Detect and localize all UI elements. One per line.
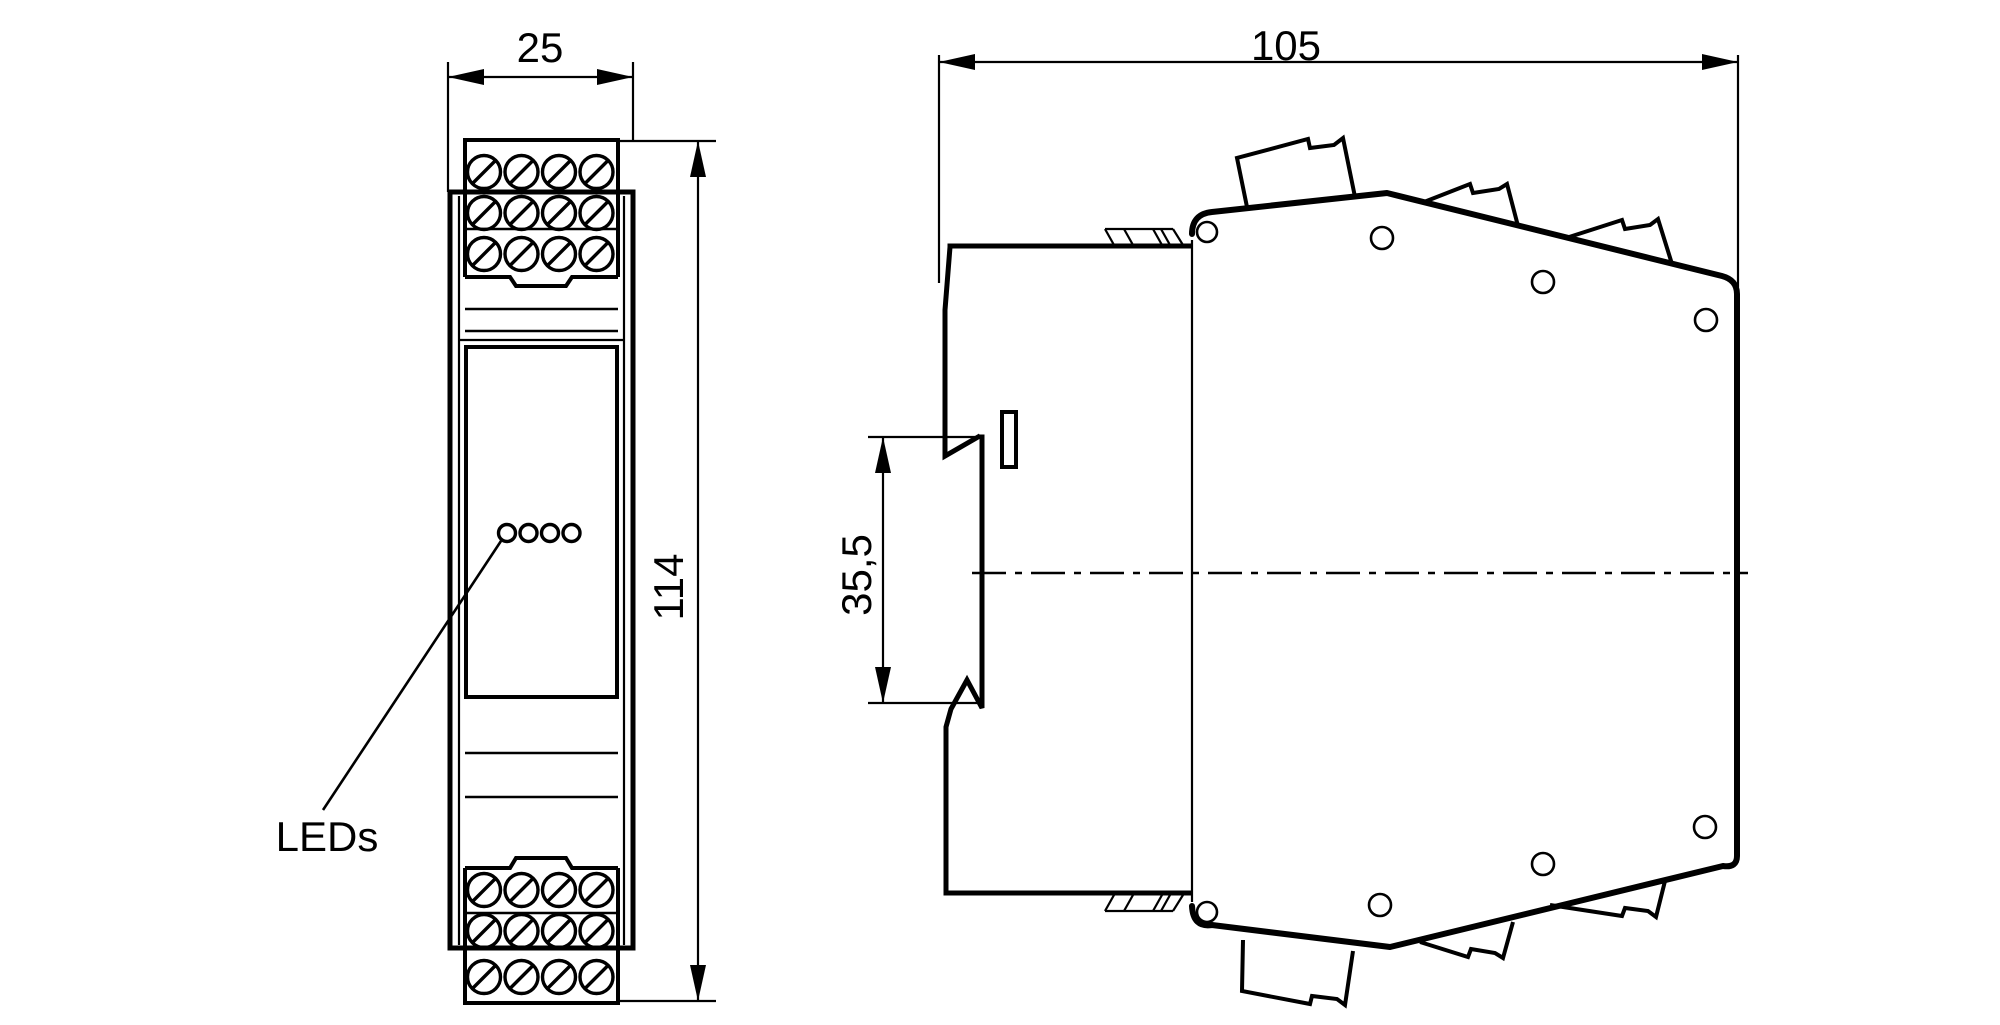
- wire-clamp-bottom-2: [1419, 921, 1515, 962]
- screw-row: [465, 153, 615, 191]
- led-leader-line: [321, 540, 503, 811]
- arrowhead-down: [690, 965, 706, 1001]
- screw-row: [465, 235, 615, 273]
- terminal-block-notch: [465, 275, 618, 288]
- side-view: 105 35,5: [833, 22, 1748, 1009]
- dimension-rail-cutout: 35,5: [833, 435, 983, 705]
- terminal-block-notch: [465, 856, 618, 870]
- wire-clamp-top-1: [1234, 134, 1357, 208]
- dim-label-height: 114: [645, 554, 692, 621]
- led-dot: [496, 522, 518, 544]
- arrowhead-up: [875, 437, 891, 473]
- front-view: LEDs: [276, 24, 716, 1005]
- front-top-terminal-block: [463, 138, 620, 288]
- wire-clamp-bottom-3: [1549, 880, 1667, 921]
- front-bottom-terminal-block: [463, 856, 620, 1005]
- screw-row: [465, 912, 615, 950]
- terminal-block-outline: [463, 138, 620, 277]
- led-label: LEDs: [276, 813, 379, 860]
- dim-label-depth: 105: [1251, 22, 1321, 69]
- side-housing-outline: [1189, 190, 1740, 950]
- arrowhead-left: [448, 69, 484, 85]
- arrowhead-right: [1702, 54, 1738, 70]
- led-indicators: [496, 522, 582, 544]
- led-dot: [561, 522, 582, 544]
- screw-row: [465, 871, 615, 909]
- led-dot: [539, 522, 561, 544]
- arrowhead-up: [690, 141, 706, 177]
- dim-label-width: 25: [517, 24, 564, 71]
- bracket-rail-channel: [943, 434, 985, 896]
- rail-flange-hatch-top: [1104, 227, 1184, 246]
- bracket-clip-slot: [1000, 410, 1018, 469]
- rail-flange-hatch-bottom: [1104, 894, 1184, 913]
- dimension-front-width: 25: [446, 24, 635, 192]
- screw-row: [465, 958, 615, 996]
- arrowhead-right: [597, 69, 633, 85]
- led-dot: [518, 522, 539, 544]
- case-screws-bottom: [1195, 814, 1718, 924]
- wire-clamp-top-2: [1423, 180, 1520, 227]
- case-screws-top: [1195, 220, 1719, 333]
- arrowhead-left: [939, 54, 975, 70]
- bracket-left-upper: [942, 244, 982, 461]
- wire-clamp-top-3: [1565, 215, 1674, 265]
- dim-label-rail: 35,5: [833, 534, 880, 616]
- dimension-side-depth: 105: [937, 22, 1740, 287]
- arrowhead-down: [875, 667, 891, 703]
- wire-clamp-bottom-1: [1239, 939, 1355, 1009]
- din-rail-bracket: [942, 227, 1193, 913]
- dimension-front-height: 114: [617, 139, 716, 1003]
- front-face-panel: [464, 345, 619, 699]
- front-housing-outline: [447, 189, 636, 951]
- screw-row: [465, 194, 615, 232]
- terminal-block-outline: [463, 868, 620, 1005]
